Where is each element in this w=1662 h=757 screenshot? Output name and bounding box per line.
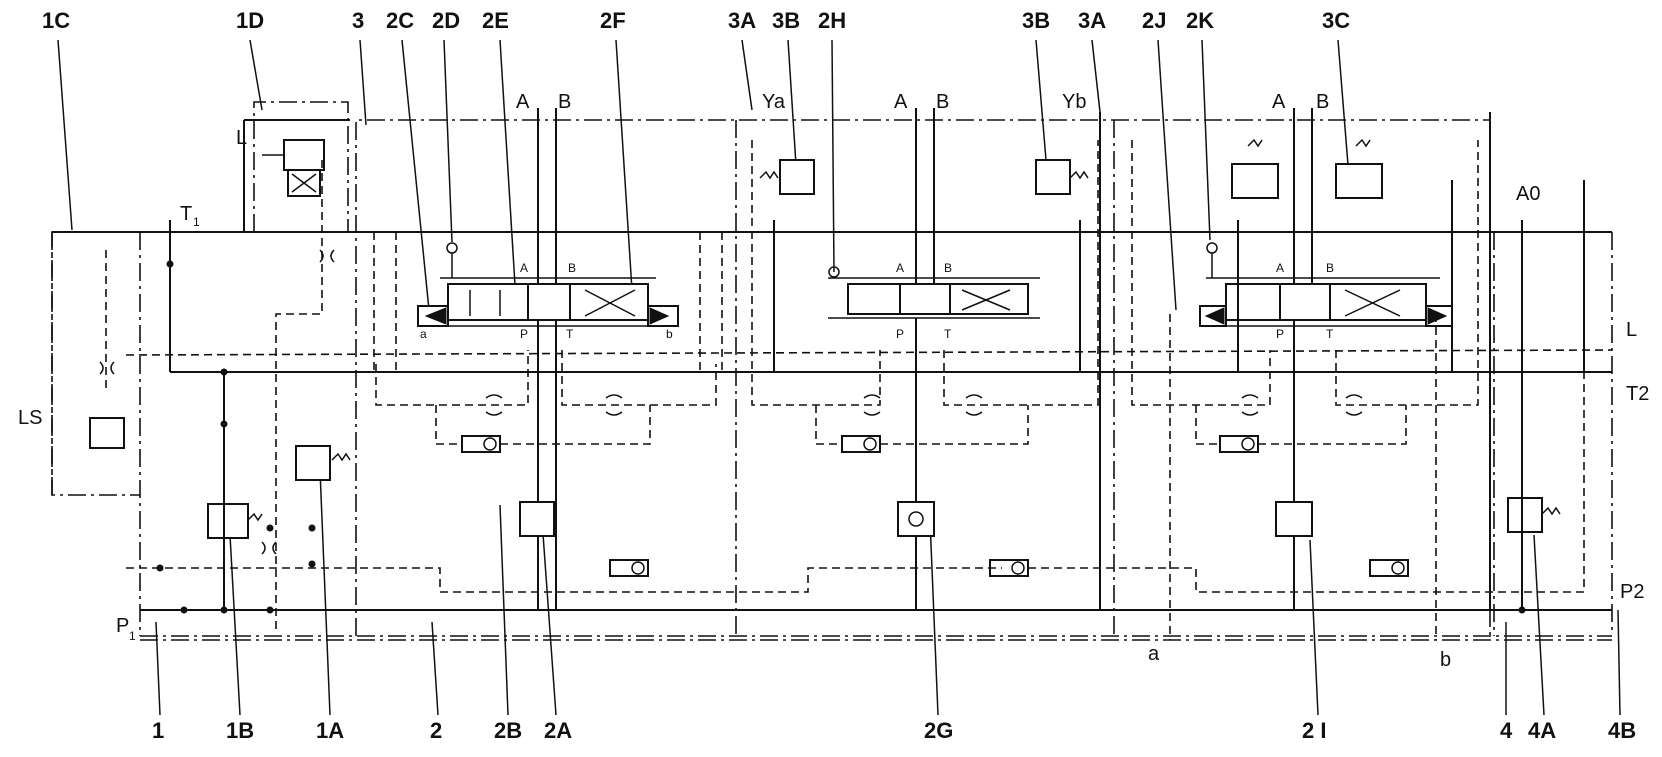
callout-3B-right: 3B	[1022, 8, 1050, 33]
callout-3B-left: 3B	[772, 8, 800, 33]
callout-2K: 2K	[1186, 8, 1214, 33]
section2-spool-p: P	[896, 327, 904, 341]
callout-2D: 2D	[432, 8, 460, 33]
section3-spool-t: T	[1326, 327, 1334, 341]
port-labels: T 1 P 1 L LS L T2 P2 A0 a b	[18, 127, 1649, 671]
callout-1A: 1A	[316, 718, 344, 743]
port-p1: P	[116, 615, 129, 637]
port-l-right: L	[1626, 319, 1637, 341]
bottom-callouts: 1 1B 1A 2 2B 2A 2G 2 I 4 4A 4B	[152, 718, 1636, 743]
callout-1C: 1C	[42, 8, 70, 33]
section3-spool-valve: A B P T A B	[1199, 91, 1453, 610]
port-t1: T	[180, 203, 192, 225]
callout-1: 1	[152, 718, 164, 743]
port-t2: T2	[1626, 383, 1649, 405]
callout-3A-left: 3A	[728, 8, 756, 33]
section2-spool-t: T	[944, 327, 952, 341]
section3-spool-a: A	[1276, 261, 1284, 275]
section3-port-b: B	[1316, 91, 1329, 113]
section3-port-a: A	[1272, 91, 1286, 113]
callout-4A: 4A	[1528, 718, 1556, 743]
callout-2J: 2J	[1142, 8, 1166, 33]
port-l-left: L	[236, 127, 247, 149]
port-b-bottom: b	[1440, 649, 1451, 671]
section2-spool-valve: A B P T Ya Yb A B	[762, 91, 1086, 610]
callout-2H: 2H	[818, 8, 846, 33]
callout-4: 4	[1500, 718, 1513, 743]
section2-yb: Yb	[1062, 91, 1086, 113]
section3-spool-b: B	[1326, 261, 1334, 275]
callout-2E: 2E	[482, 8, 509, 33]
callout-1B: 1B	[226, 718, 254, 743]
shuttle-valves	[461, 435, 1409, 577]
callout-2A: 2A	[544, 718, 572, 743]
callout-3C: 3C	[1322, 8, 1350, 33]
top-callouts: 1C 1D 3 2C 2D 2E 2F 3A 3B 2H 3B 3A 2J 2K…	[42, 8, 1350, 33]
callout-1D: 1D	[236, 8, 264, 33]
callout-2F: 2F	[600, 8, 626, 33]
callout-2G: 2G	[924, 718, 953, 743]
section1-spool-valve: A B P T a b A B	[417, 91, 679, 610]
drain-line	[125, 349, 1613, 356]
callout-4B: 4B	[1608, 718, 1636, 743]
section1-spool-t: T	[566, 327, 574, 341]
port-p1-subscript: 1	[129, 629, 136, 643]
section1-sol-b: b	[666, 327, 673, 341]
relief-valves	[89, 138, 1561, 610]
section2-port-a: A	[894, 91, 908, 113]
callout-2: 2	[430, 718, 442, 743]
port-a0: A0	[1516, 183, 1540, 205]
main-lines	[52, 119, 1613, 641]
callout-2I: 2 I	[1302, 718, 1326, 743]
section2-spool-a: A	[896, 261, 904, 275]
callout-2C: 2C	[386, 8, 414, 33]
pilot-circuits	[105, 140, 1585, 640]
port-t1-subscript: 1	[193, 215, 200, 229]
callout-3: 3	[352, 8, 364, 33]
section2-port-b: B	[936, 91, 949, 113]
orifices	[99, 249, 1363, 555]
section1-spool-b: B	[568, 261, 576, 275]
section2-ya: Ya	[762, 91, 786, 113]
section1-spool-p: P	[520, 327, 528, 341]
port-a-bottom: a	[1148, 643, 1160, 665]
section1-port-a: A	[516, 91, 530, 113]
section2-spool-b: B	[944, 261, 952, 275]
section1-sol-a: a	[420, 327, 427, 341]
junction-dots	[156, 260, 1526, 614]
vertical-feeds	[773, 112, 1585, 610]
top-leader-lines	[57, 39, 1349, 321]
callout-2B: 2B	[494, 718, 522, 743]
section1-port-b: B	[558, 91, 571, 113]
callout-3A-right: 3A	[1078, 8, 1106, 33]
port-p2: P2	[1620, 581, 1644, 603]
port-ls: LS	[18, 407, 42, 429]
section3-spool-p: P	[1276, 327, 1284, 341]
section1-spool-a: A	[520, 261, 528, 275]
